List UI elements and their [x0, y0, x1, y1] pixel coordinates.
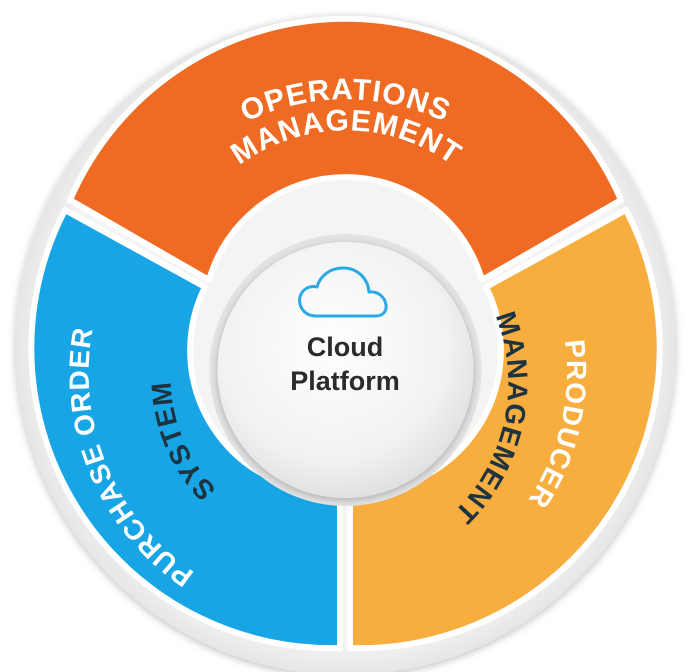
cloud-icon [298, 266, 388, 318]
segments-group [28, 15, 663, 652]
center-label-line1: Cloud [306, 332, 384, 362]
center-hub [217, 242, 474, 498]
center-label: Cloud Platform [245, 330, 445, 398]
center-label-line2: Platform [290, 366, 400, 396]
purchase-order-segment [28, 207, 343, 652]
producer-segment [347, 207, 663, 652]
operations-segment [67, 15, 624, 283]
